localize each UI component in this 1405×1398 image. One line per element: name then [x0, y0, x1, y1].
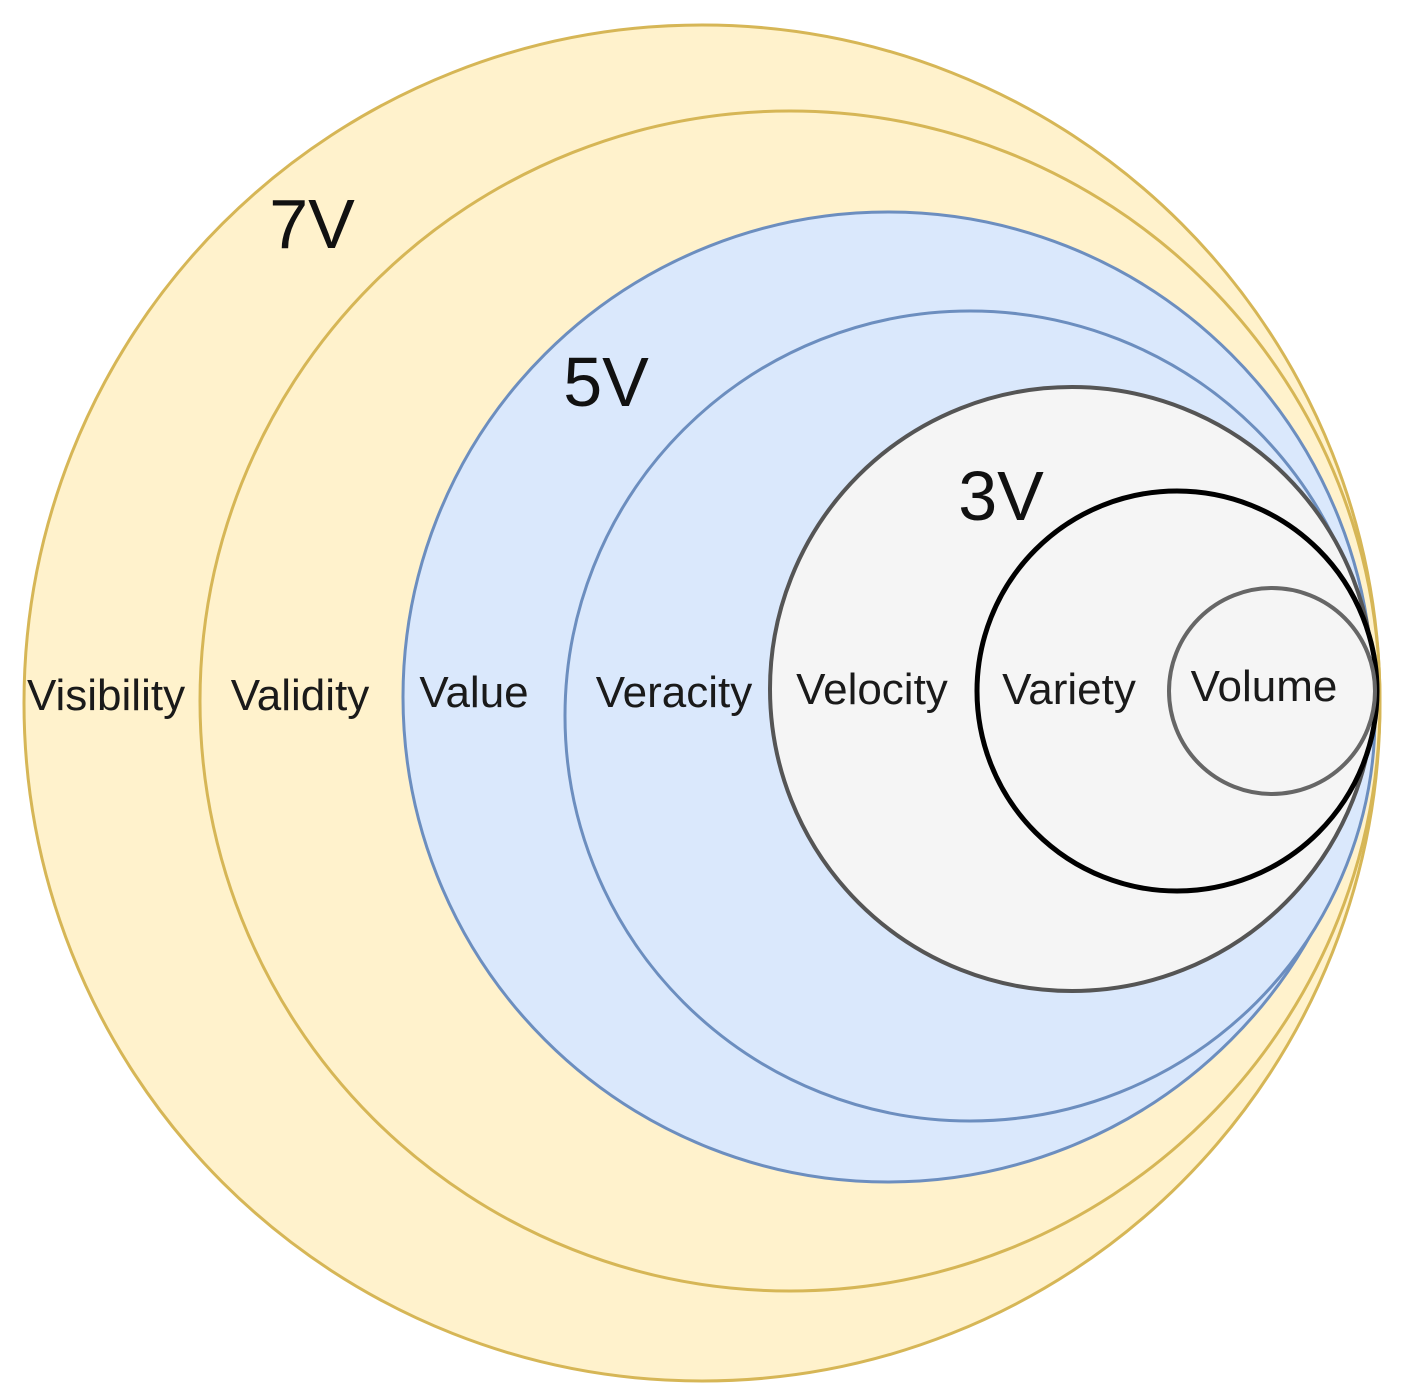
visibility-label: Visibility	[27, 671, 185, 720]
validity-label: Validity	[231, 671, 370, 720]
volume-label: Volume	[1191, 662, 1338, 711]
variety-label: Variety	[1002, 665, 1136, 714]
three-v-label: 3V	[958, 457, 1044, 535]
value-label: Value	[419, 668, 528, 717]
volume-circle	[1167, 586, 1377, 796]
seven-v-label: 7V	[269, 185, 355, 263]
velocity-label: Velocity	[796, 665, 948, 714]
five-v-label: 5V	[563, 343, 649, 421]
veracity-label: Veracity	[596, 668, 753, 717]
